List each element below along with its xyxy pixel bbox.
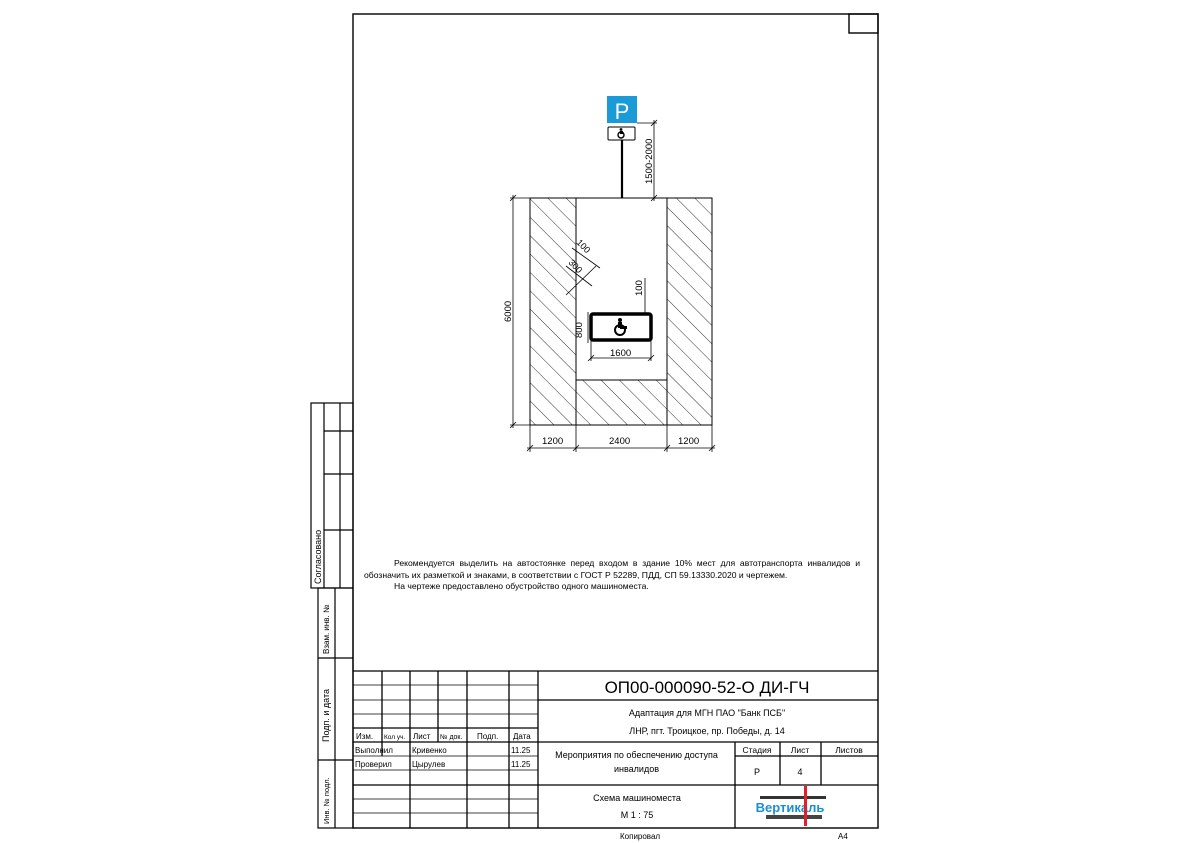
header-kol: Кол уч. [384,734,405,741]
dim-side-right: 1200 [678,436,699,447]
dim-center: 2400 [609,436,630,447]
header-sign: Подп. [477,732,498,741]
dim-marking-height: 800 [574,322,585,338]
dim-marking-width: 1600 [610,348,631,359]
header-date: Дата [513,732,531,741]
sheet-label: Лист [791,745,810,755]
document-code: ОП00-000090-52-О ДИ-ГЧ [605,678,810,697]
header-izm: Изм. [356,732,373,741]
dim-side-left: 1200 [542,436,563,447]
header-doc: № док. [440,734,462,741]
dimension-lines [509,119,716,452]
sheet-value: 4 [797,767,802,777]
parking-sign-label: P [615,99,630,124]
project-address: ЛНР, пгт. Троицкое, пр. Победы, д. 14 [629,726,784,736]
note-paragraph-2: На чертеже предоставлено обустройство од… [394,581,649,591]
role-performed: Выполнил [355,746,393,755]
logo-text: Вертикаль [756,800,825,815]
wheelchair-icon [617,128,625,139]
inv-orig-label: Инв. № подл. [322,777,331,824]
general-notes: Рекомендуется выделить на автостоянке пе… [364,558,860,593]
side-stamp [310,402,354,829]
sheets-label: Листов [835,745,863,755]
agreed-label: Согласовано [313,530,323,584]
parking-space [575,197,668,381]
company-logo: Вертикаль [756,786,826,826]
note-paragraph-1: Рекомендуется выделить на автостоянке пе… [364,558,860,580]
name-checked: Цырулев [412,760,445,769]
name-performed: Кривенко [412,746,447,755]
date-performed: 11.25 [511,746,531,755]
sign-date-label: Подп. и дата [321,689,331,742]
dim-marking-offset: 100 [634,280,645,296]
sheet-title: Мероприятия по обеспечению доступа инвал… [555,750,718,774]
wheelchair-marking-icon [614,318,627,336]
drawing-title: Схема машиноместа [593,793,681,803]
copied-label: Копировал [620,832,660,841]
parking-sign [607,96,637,123]
drawing-scale: М 1 : 75 [621,810,654,820]
stage-value: Р [754,767,760,777]
project-name: Адаптация для МГН ПАО "Банк ПСБ" [629,708,785,718]
parking-space-plan: P [529,96,713,426]
dim-total-length: 6000 [503,301,514,322]
replace-inv-label: Взам. инв. № [322,604,331,654]
header-list: Лист [413,732,431,741]
date-checked: 11.25 [511,760,531,769]
dim-sign-height: 1500-2000 [644,139,655,184]
stage-label: Стадия [743,745,772,755]
format-label: А4 [838,832,848,841]
role-checked: Проверил [355,760,392,769]
